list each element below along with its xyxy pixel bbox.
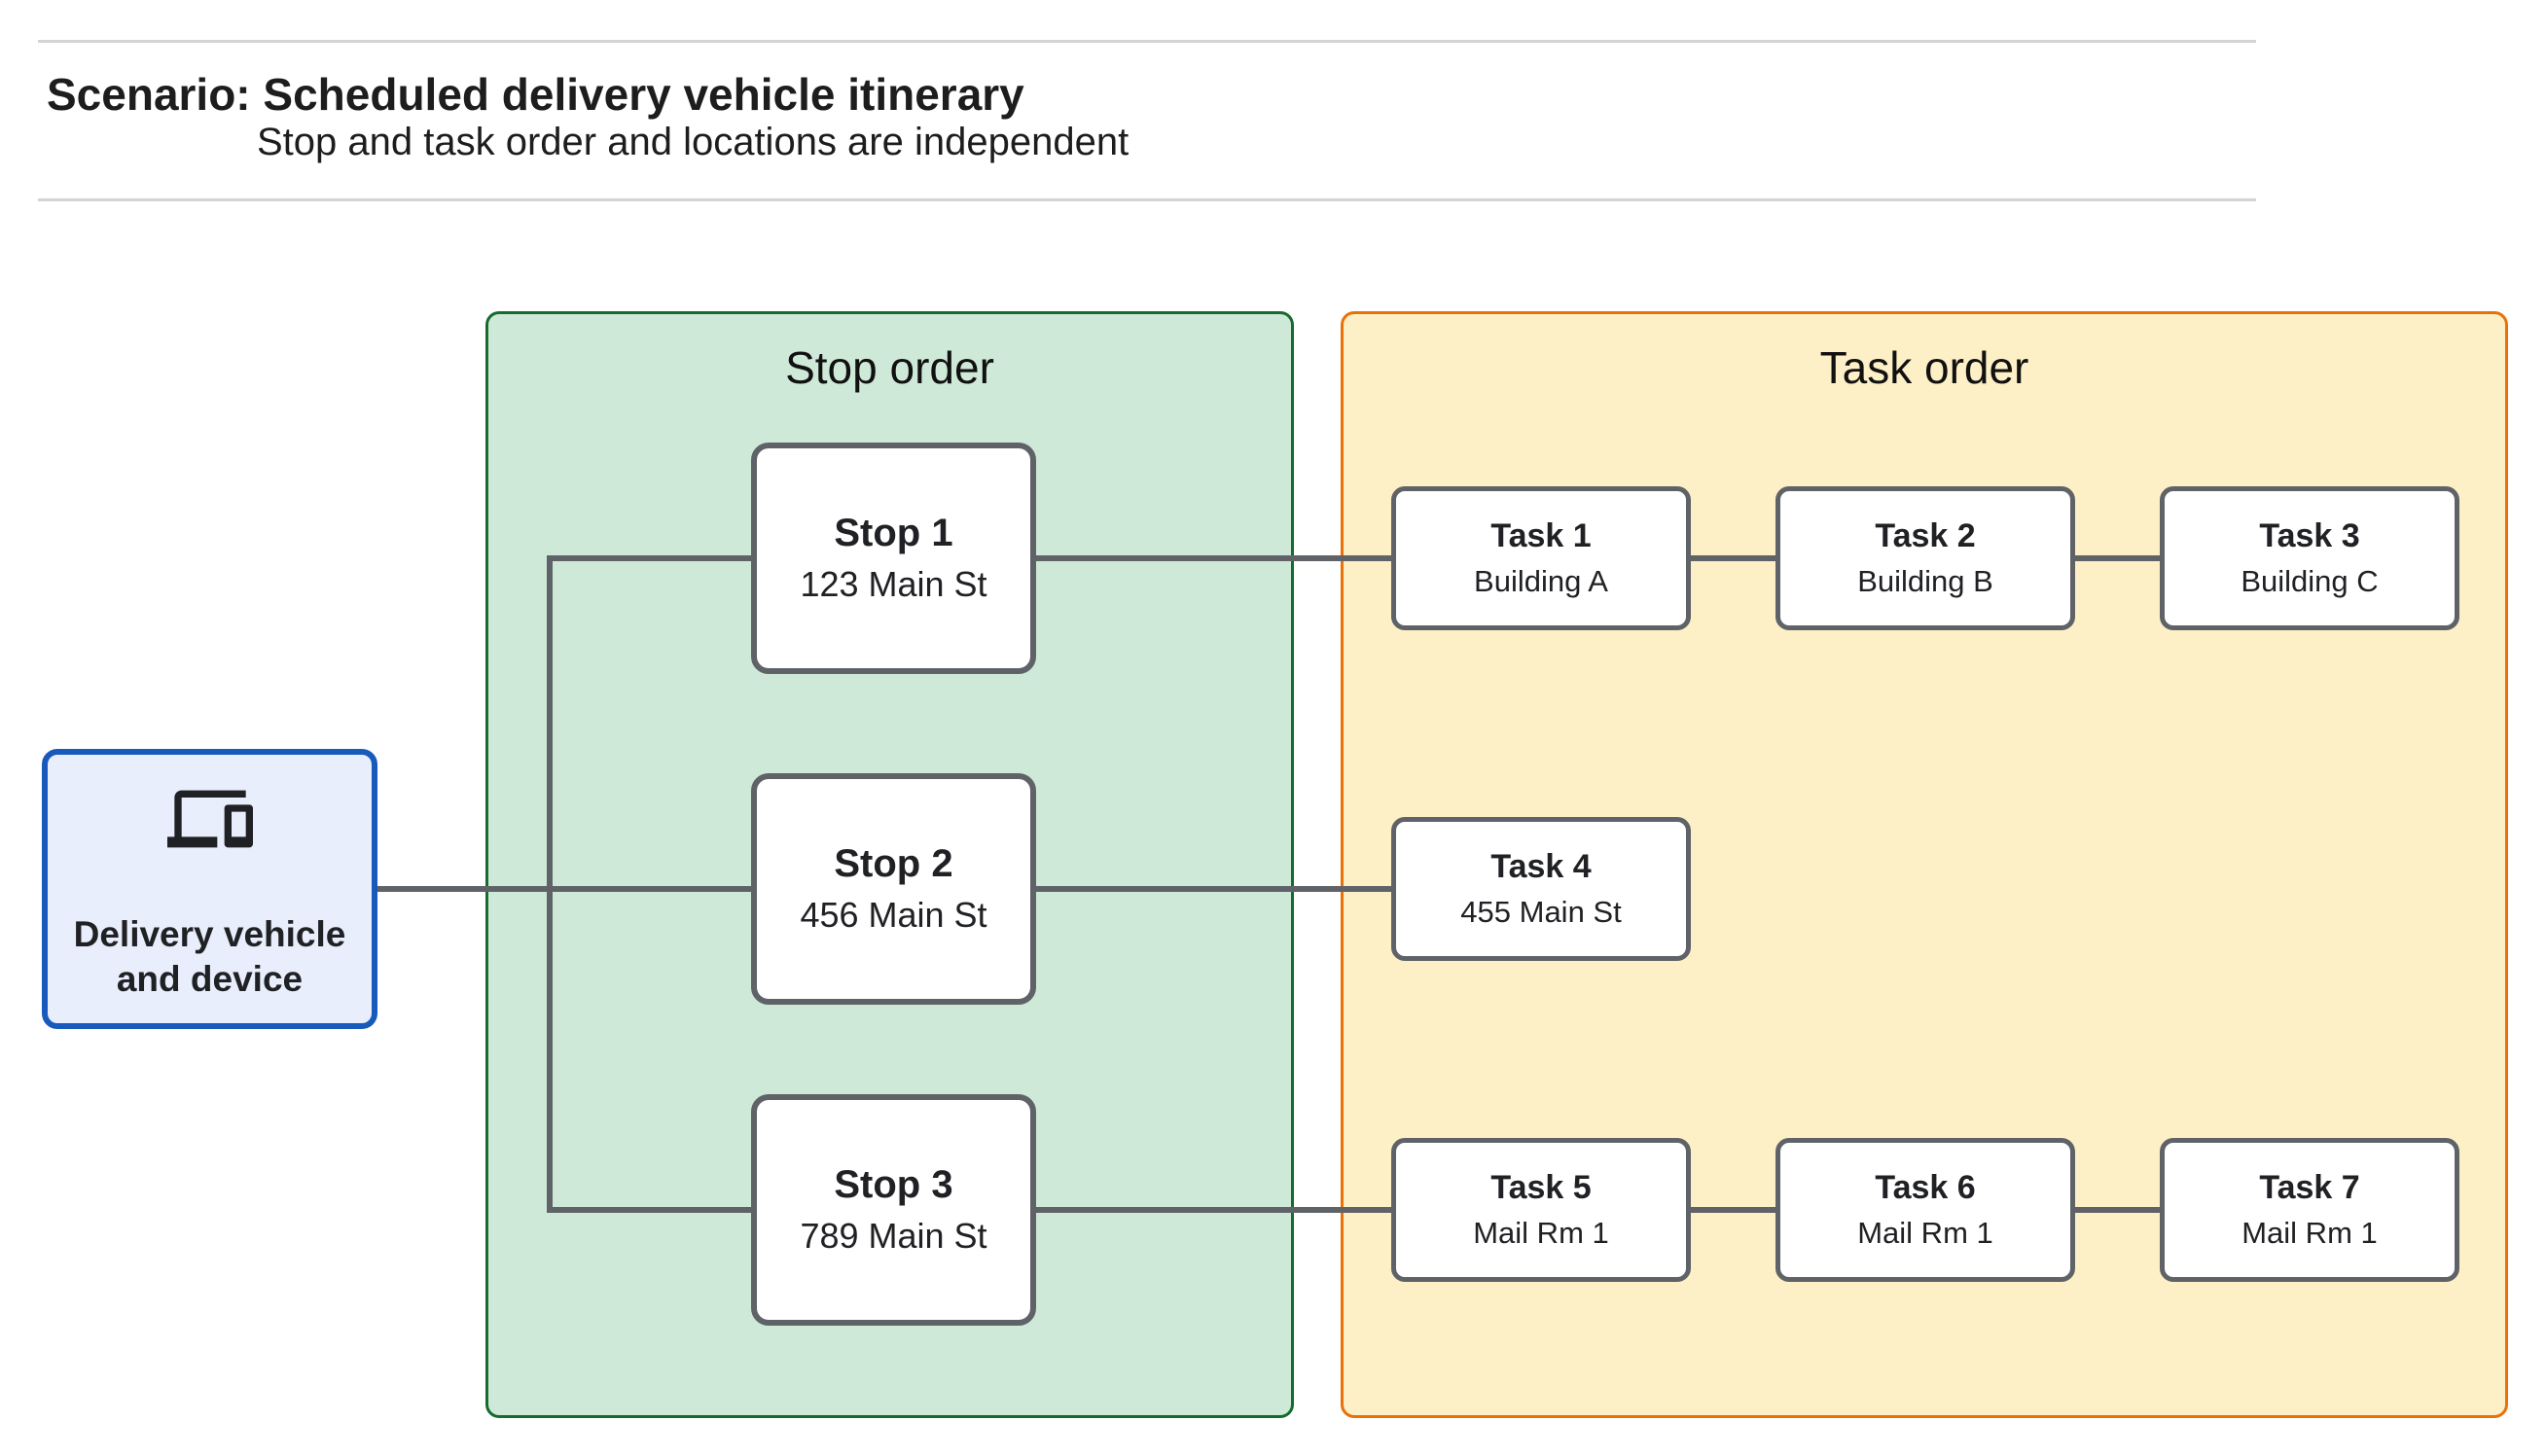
connector-task6-to-task7 xyxy=(2075,1207,2160,1213)
task-2-location: Building B xyxy=(1857,564,1993,598)
task-4-name: Task 4 xyxy=(1490,848,1592,885)
vehicle-label: Delivery vehicle and device xyxy=(73,913,346,999)
stop-1-location: 123 Main St xyxy=(800,564,987,604)
task-1-location: Building A xyxy=(1474,564,1608,598)
task-5-node: Task 5 Mail Rm 1 xyxy=(1391,1138,1691,1282)
task-4-location: 455 Main St xyxy=(1460,895,1622,929)
stop-order-title: Stop order xyxy=(785,342,994,393)
task-7-location: Mail Rm 1 xyxy=(2241,1216,2378,1250)
task-order-title: Task order xyxy=(1819,342,2029,393)
stop-3-node: Stop 3 789 Main St xyxy=(751,1094,1036,1326)
task-2-name: Task 2 xyxy=(1875,517,1976,554)
stop-2-location: 456 Main St xyxy=(800,895,987,935)
task-4-node: Task 4 455 Main St xyxy=(1391,817,1691,961)
stop-3-name: Stop 3 xyxy=(834,1163,953,1206)
header-divider xyxy=(38,198,2256,201)
task-3-location: Building C xyxy=(2241,564,2379,598)
delivery-vehicle-node: Delivery vehicle and device xyxy=(42,749,377,1029)
stop-2-node: Stop 2 456 Main St xyxy=(751,773,1036,1005)
connector-stop1-to-task1 xyxy=(1036,555,1391,561)
page-title: Scenario: Scheduled delivery vehicle iti… xyxy=(47,69,1024,120)
connector-task5-to-task6 xyxy=(1691,1207,1775,1213)
top-divider xyxy=(38,40,2256,43)
task-6-node: Task 6 Mail Rm 1 xyxy=(1775,1138,2075,1282)
connector-trunk-to-stop1 xyxy=(550,555,751,561)
task-2-node: Task 2 Building B xyxy=(1775,486,2075,630)
connector-task1-to-task2 xyxy=(1691,555,1775,561)
task-6-name: Task 6 xyxy=(1875,1169,1976,1206)
task-3-name: Task 3 xyxy=(2259,517,2360,554)
task-1-name: Task 1 xyxy=(1490,517,1592,554)
connector-stop2-to-task4 xyxy=(1036,886,1391,892)
stop-1-name: Stop 1 xyxy=(834,512,953,554)
stop-1-node: Stop 1 123 Main St xyxy=(751,443,1036,674)
task-5-location: Mail Rm 1 xyxy=(1473,1216,1609,1250)
task-1-node: Task 1 Building A xyxy=(1391,486,1691,630)
connector-vehicle-to-stop2 xyxy=(377,886,751,892)
stop-2-name: Stop 2 xyxy=(834,842,953,885)
task-5-name: Task 5 xyxy=(1490,1169,1592,1206)
connector-task2-to-task3 xyxy=(2075,555,2160,561)
connector-stop3-to-task5 xyxy=(1036,1207,1391,1213)
connector-trunk xyxy=(547,555,553,1213)
task-7-node: Task 7 Mail Rm 1 xyxy=(2160,1138,2459,1282)
task-6-location: Mail Rm 1 xyxy=(1857,1216,1993,1250)
devices-icon xyxy=(166,776,253,862)
task-3-node: Task 3 Building C xyxy=(2160,486,2459,630)
connector-trunk-to-stop3 xyxy=(550,1207,751,1213)
task-7-name: Task 7 xyxy=(2259,1169,2360,1206)
stop-3-location: 789 Main St xyxy=(800,1216,987,1256)
page-subtitle: Stop and task order and locations are in… xyxy=(257,121,1130,163)
